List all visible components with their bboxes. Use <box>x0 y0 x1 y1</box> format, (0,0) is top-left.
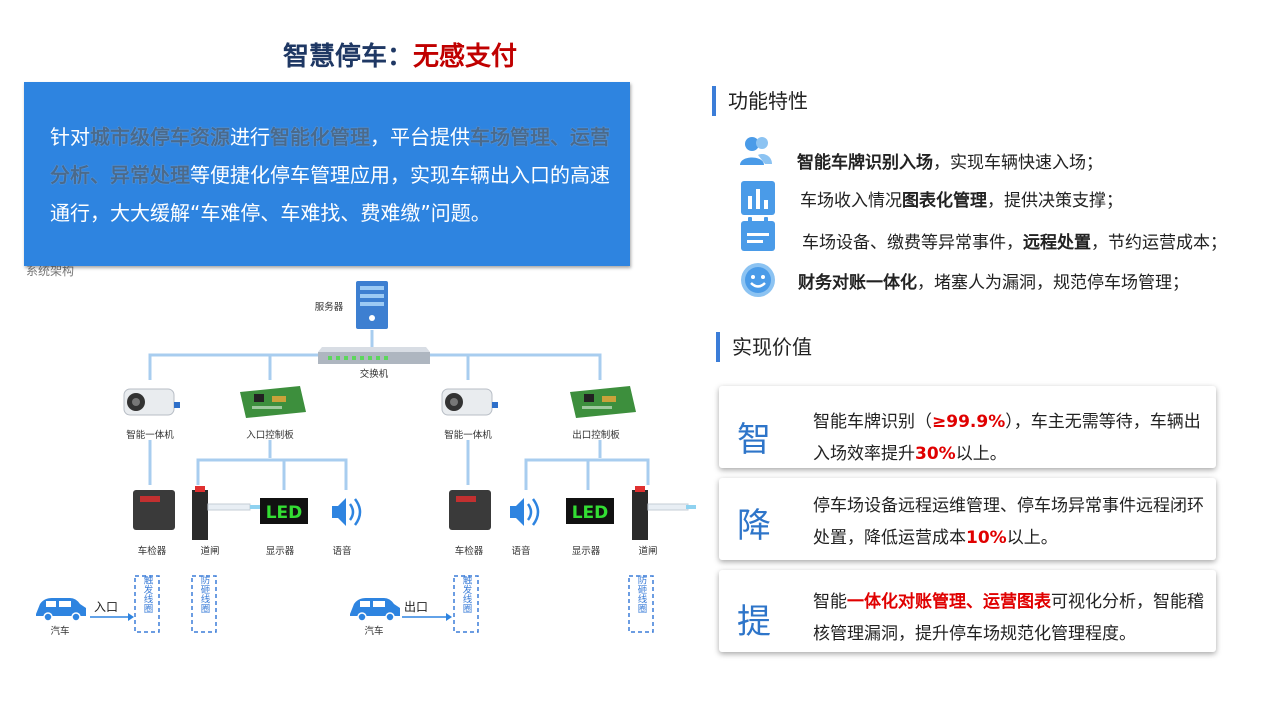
label-voice-right: 语音 <box>511 545 530 557</box>
label-camera-right: 智能一体机 <box>444 429 492 441</box>
intro-text: 等便捷化停车管理应用，实现车辆出入口的高速通行，大大缓解“车难停、车难找、费难缴… <box>50 163 610 225</box>
led-display-icon: LED <box>260 498 308 524</box>
value-char: 智 <box>737 420 771 460</box>
label-board-left: 入口控制板 <box>246 429 294 441</box>
intro-text: 针对 <box>50 125 90 149</box>
feature-plain: 车场设备、缴费等异常事件， <box>802 233 1023 253</box>
coil-label: 触发线圈 <box>142 574 154 614</box>
value-card-3: 提 智能一体化对账管理、运营图表可视化分析，智能稽核管理漏洞，提升停车场规范化管… <box>719 570 1216 652</box>
feature-bold: 远程处置 <box>1023 233 1091 253</box>
trigger-coil-right: 触发线圈 <box>453 574 479 633</box>
label-voice-left: 语音 <box>332 545 351 557</box>
server-icon <box>356 281 388 329</box>
value-char: 提 <box>737 602 771 642</box>
speaker-icon <box>332 498 362 526</box>
page-title: 智慧停车：无感支付 <box>0 36 800 73</box>
led-text-right: LED <box>572 503 609 523</box>
label-display-right: 显示器 <box>572 546 601 557</box>
label-entry: 入口 <box>94 600 118 614</box>
value-card-1: 智 智能车牌识别（≥99.9%），车主无需等待，车辆出入场效率提升30%以上。 <box>719 386 1216 468</box>
label-gate-left: 道闸 <box>200 545 219 557</box>
intro-highlight: 城市级停车资源 <box>90 125 230 149</box>
feature-plain: ，提供决策支撑； <box>987 191 1123 211</box>
value-plain: 停车场设备远程运维管理、停车场异常事件远程闭环处置，降低运营成本 <box>813 496 1204 548</box>
title-part1: 智慧停车： <box>282 42 413 72</box>
label-switch: 交换机 <box>360 368 389 380</box>
trigger-coil-left: 触发线圈 <box>134 574 160 633</box>
label-server: 服务器 <box>315 301 344 313</box>
coil-label: 防砸线圈 <box>636 574 648 614</box>
value-plain: 可视化分析，智能稽核管理漏洞，提升停车场规范化管理程度。 <box>813 592 1204 644</box>
feature-bold: 智能车牌识别入场 <box>797 153 933 173</box>
value-char: 降 <box>737 506 771 546</box>
feature-plain: ，实现车辆快速入场； <box>933 153 1103 173</box>
control-board-icon <box>570 386 636 418</box>
value-plain: 以上。 <box>955 444 1007 464</box>
label-exit: 出口 <box>404 600 428 614</box>
value-text: 智能一体化对账管理、运营图表可视化分析，智能稽核管理漏洞，提升停车场规范化管理程… <box>813 586 1209 650</box>
value-red: 一体化对账管理、运营图表 <box>847 592 1051 612</box>
feature-plain: 车场收入情况 <box>800 191 902 211</box>
anti-smash-coil-left: 防砸线圈 <box>191 574 217 633</box>
smile-icon <box>741 263 775 297</box>
coil-label: 防砸线圈 <box>199 574 211 614</box>
car-icon <box>350 598 400 622</box>
feature-text-3: 车场设备、缴费等异常事件，远程处置，节约运营成本； <box>802 228 1227 253</box>
coil-label: 触发线圈 <box>461 574 473 614</box>
feature-plain: ，节约运营成本； <box>1091 233 1227 253</box>
control-board-icon <box>240 386 306 418</box>
feature-plain: ，堵塞人为漏洞，规范停车场管理； <box>917 273 1189 293</box>
intro-box: 针对城市级停车资源进行智能化管理，平台提供车场管理、运营分析、异常处理等便捷化停… <box>24 82 630 266</box>
calendar-icon <box>741 217 775 251</box>
title-part2: 无感支付 <box>413 42 518 72</box>
vehicle-detector-icon <box>449 490 491 530</box>
label-car-right: 汽车 <box>364 625 383 637</box>
value-plain: ），车主无需等待，车辆出入场效率提升 <box>813 412 1201 464</box>
label-board-right: 出口控制板 <box>572 429 620 441</box>
feature-bold: 财务对账一体化 <box>798 273 917 293</box>
label-display-left: 显示器 <box>266 546 295 557</box>
label-car-left: 汽车 <box>50 625 69 637</box>
feature-bold: 图表化管理 <box>902 191 987 211</box>
label-detector-right: 车检器 <box>455 545 484 557</box>
intro-highlight: 车场管理、运营分析、异常处理 <box>50 125 610 187</box>
vehicle-detector-icon <box>133 490 175 530</box>
anti-smash-coil-right: 防砸线圈 <box>628 574 654 633</box>
switch-icon <box>318 347 430 364</box>
value-plain: 以上。 <box>1006 528 1058 548</box>
intro-text: ，平台提供 <box>370 125 470 149</box>
value-red: 30% <box>915 444 956 464</box>
value-red: ≥99.9% <box>932 412 1006 432</box>
barrier-gate-icon <box>632 486 696 540</box>
camera-icon <box>123 388 180 416</box>
value-card-2: 降 停车场设备远程运维管理、停车场异常事件远程闭环处置，降低运营成本10%以上。 <box>719 478 1216 560</box>
feature-text-4: 财务对账一体化，堵塞人为漏洞，规范停车场管理； <box>798 268 1189 293</box>
architecture-diagram: 服务器 交换机 智能一体机 入口控制板 智能一体机 <box>36 281 696 637</box>
label-camera-left: 智能一体机 <box>126 429 174 441</box>
speaker-icon <box>510 498 540 526</box>
value-text: 智能车牌识别（≥99.9%），车主无需等待，车辆出入场效率提升30%以上。 <box>813 406 1209 470</box>
value-plain: 智能 <box>813 592 847 612</box>
feature-text-1: 智能车牌识别入场，实现车辆快速入场； <box>797 148 1103 173</box>
car-icon <box>36 598 86 622</box>
value-plain: 智能车牌识别（ <box>813 412 932 432</box>
label-detector-left: 车检器 <box>138 545 167 557</box>
intro-highlight: 智能化管理 <box>270 125 370 149</box>
value-red: 10% <box>966 528 1007 548</box>
barrier-gate-icon <box>192 486 264 540</box>
camera-icon <box>441 388 498 416</box>
led-text-left: LED <box>266 503 303 523</box>
feature-text-2: 车场收入情况图表化管理，提供决策支撑； <box>800 186 1123 211</box>
features-heading: 功能特性 <box>712 86 808 116</box>
intro-text: 进行 <box>230 125 270 149</box>
hidden-caption: 系统架构 <box>26 266 75 278</box>
value-text: 停车场设备远程运维管理、停车场异常事件远程闭环处置，降低运营成本10%以上。 <box>813 490 1209 554</box>
connection-lines <box>148 330 650 490</box>
chart-icon <box>741 181 775 215</box>
values-heading: 实现价值 <box>716 332 812 362</box>
led-display-icon: LED <box>566 498 614 524</box>
user-icon <box>740 137 772 165</box>
label-gate-right: 道闸 <box>638 545 657 557</box>
